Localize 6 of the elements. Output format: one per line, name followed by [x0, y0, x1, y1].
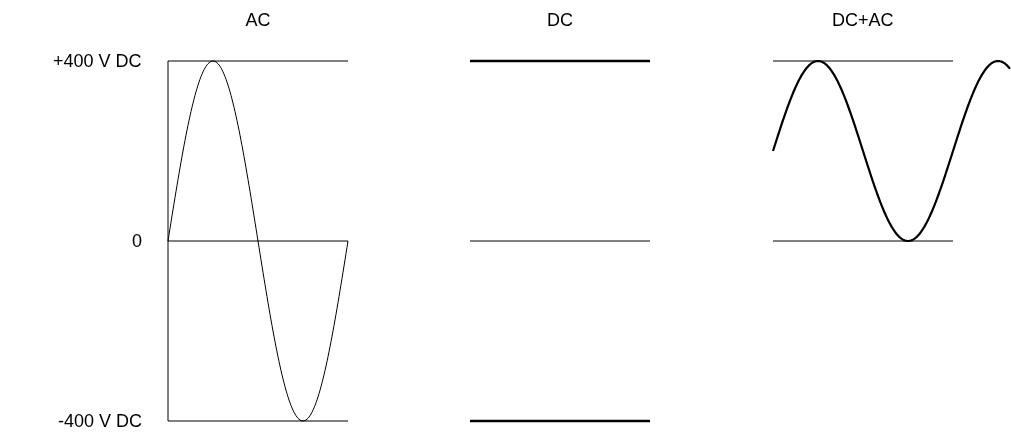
axis-label: +400 V DC [53, 51, 142, 71]
column-heading: AC [245, 10, 271, 30]
column-heading: DC [547, 10, 573, 30]
axis-label: -400 V DC [58, 411, 143, 431]
column-heading: DC+AC [832, 10, 894, 30]
axis-label: 0 [132, 231, 142, 251]
